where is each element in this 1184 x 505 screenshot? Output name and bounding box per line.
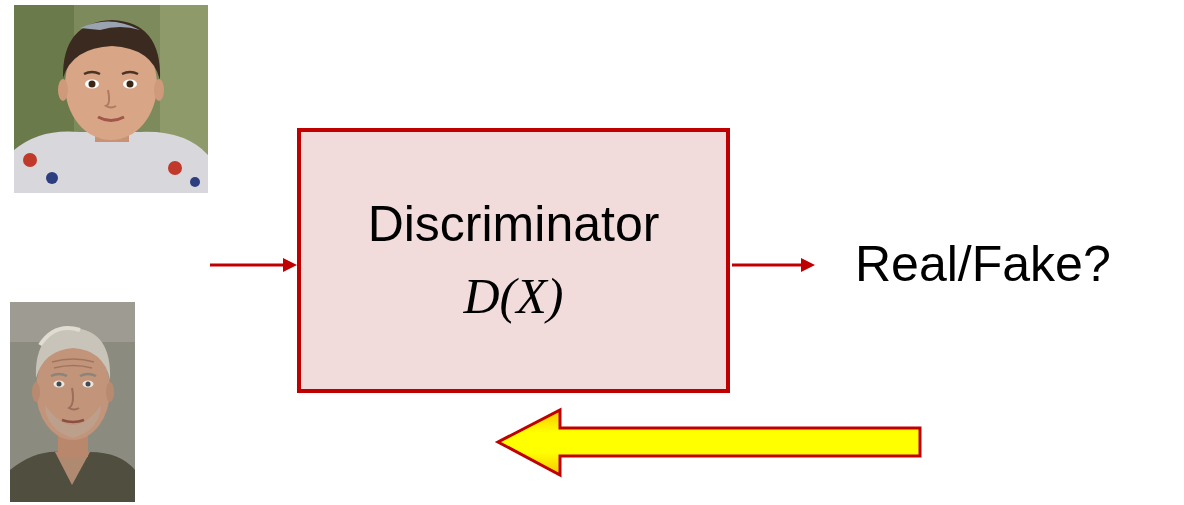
child-photo xyxy=(14,5,208,193)
man-photo xyxy=(10,302,135,502)
box-title: Discriminator xyxy=(368,196,660,254)
output-arrow xyxy=(732,264,804,267)
input-arrowhead xyxy=(283,258,297,272)
output-arrowhead xyxy=(801,258,815,272)
output-label: Real/Fake? xyxy=(855,236,1111,294)
process-box: DiscriminatorD(X) xyxy=(297,128,730,393)
feedback-arrow xyxy=(498,410,920,475)
input-arrow xyxy=(210,264,286,267)
box-formula: D(X) xyxy=(464,268,564,326)
